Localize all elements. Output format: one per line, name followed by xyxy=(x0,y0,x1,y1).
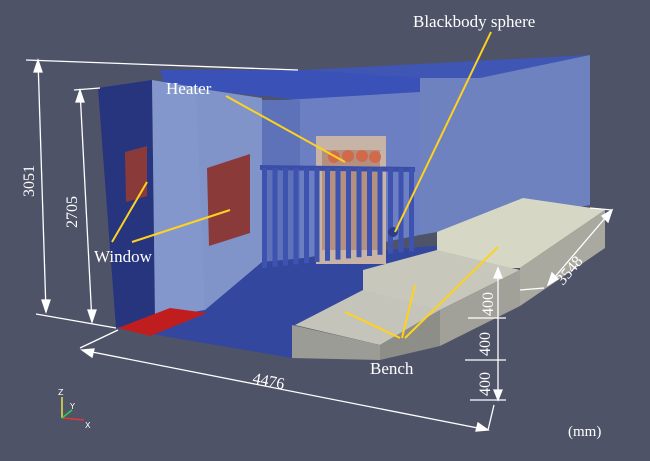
railing-bar xyxy=(335,168,341,260)
dim-bench-step-2: 400 xyxy=(477,332,494,356)
pointer-window-left xyxy=(111,181,148,243)
room-model xyxy=(98,55,605,360)
axis-triad: Z Y X xyxy=(58,388,91,430)
dim-bench-step-3: 400 xyxy=(477,372,494,396)
pointer-heater xyxy=(225,95,346,163)
axis-y-label: Y xyxy=(69,402,75,411)
railing-bar xyxy=(325,168,330,261)
left-wall-front xyxy=(98,80,155,328)
heater-railing xyxy=(260,165,415,268)
dim-length: 4476 xyxy=(251,370,286,393)
dim-bench-step-1: 400 xyxy=(480,292,497,316)
pointer-window-right xyxy=(131,209,231,243)
blackbody-sphere-label: Blackbody sphere xyxy=(413,12,535,31)
railing-bar xyxy=(272,168,278,267)
bench-step-low xyxy=(295,290,440,345)
heater-stone-2 xyxy=(342,150,354,162)
heater-label: Heater xyxy=(166,79,212,98)
railing-bar xyxy=(293,168,299,265)
axis-z-label: Z xyxy=(58,388,64,397)
bench-step-top-face xyxy=(520,210,605,306)
railing-bar xyxy=(314,168,320,262)
window-left xyxy=(125,146,147,202)
dim-height-inner: 2705 xyxy=(64,196,81,228)
heater-stone-3 xyxy=(356,150,368,162)
railing-bar xyxy=(398,168,404,253)
railing-bar xyxy=(283,168,288,266)
pointer-bench-2 xyxy=(401,284,416,339)
railing-bar xyxy=(409,168,414,252)
railing-bar xyxy=(304,168,309,264)
pointer-bench-1 xyxy=(344,311,401,339)
door-panel xyxy=(262,100,300,262)
ceiling-slab xyxy=(160,70,420,100)
heater-stone-4 xyxy=(369,151,381,163)
left-wall-inner xyxy=(152,80,205,318)
bench-step-mid-face xyxy=(440,270,520,346)
window-right xyxy=(207,154,250,246)
railing-bar xyxy=(388,168,393,254)
floor-red-patch xyxy=(118,308,207,336)
railing-bar xyxy=(377,168,383,255)
pointer-blackbody xyxy=(394,31,492,233)
axis-x-label: X xyxy=(85,421,91,430)
bench-step-top xyxy=(437,198,605,268)
pointer-lines xyxy=(111,31,499,339)
railing-bar xyxy=(367,168,372,256)
bench-label: Bench xyxy=(370,359,414,378)
window-label: Window xyxy=(94,247,153,266)
ceiling-top xyxy=(305,55,590,80)
right-wall xyxy=(420,55,590,235)
pointer-bench-3 xyxy=(404,246,499,339)
railing-bar xyxy=(356,168,362,258)
railing-bar xyxy=(262,168,267,268)
railing-bar xyxy=(346,168,351,259)
bench-step-low-face xyxy=(292,325,380,360)
bench-edge xyxy=(380,310,440,360)
dim-height-outer: 3051 xyxy=(21,165,38,197)
unit-label: (mm) xyxy=(568,424,601,440)
dimension-lines xyxy=(25,57,614,432)
